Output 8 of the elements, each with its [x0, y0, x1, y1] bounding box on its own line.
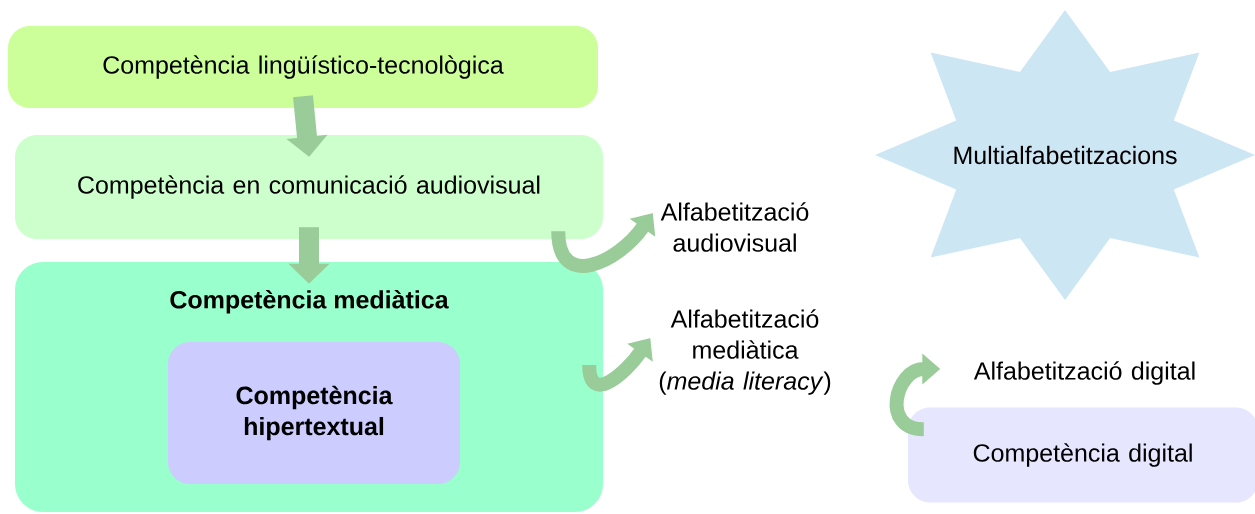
text-label: Alfabetització mediàtica (media literacy) [659, 309, 831, 395]
rounded-box: Competència digital [908, 407, 1255, 503]
rounded-box: Competència en comunicació audiovisual [15, 135, 603, 239]
text-label: Alfabetització digital [973, 361, 1195, 385]
nested-box: Competència hipertextual [168, 342, 460, 484]
text-label: Alfabetització audiovisual [660, 202, 809, 252]
curved-arrow [582, 338, 653, 392]
rounded-box: Competència lingüístico-tecnològica [8, 26, 598, 108]
